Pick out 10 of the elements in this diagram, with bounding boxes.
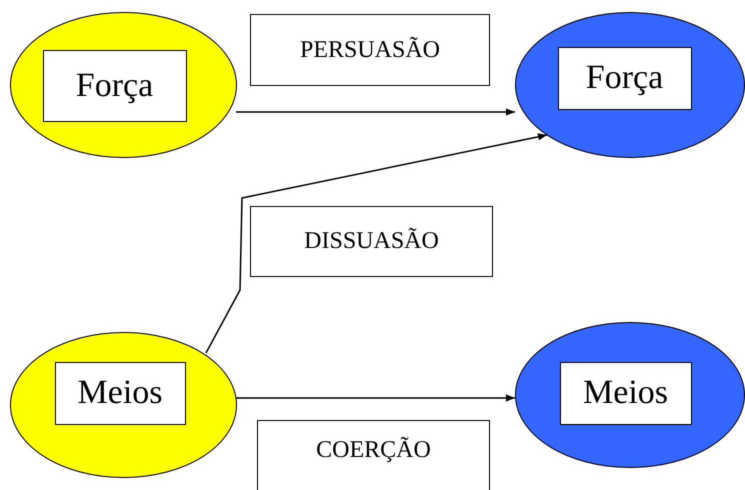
- arrow: [205, 133, 548, 354]
- label-box: PERSUASÃO: [250, 14, 490, 86]
- label-box: DISSUASÃO: [250, 206, 493, 277]
- label-box: Meios: [54, 362, 186, 424]
- label-box: COERÇÃO: [257, 420, 490, 490]
- label-box: Força: [558, 46, 692, 110]
- label-box: Meios: [560, 362, 692, 424]
- label-box: Força: [42, 50, 186, 122]
- arrow: [236, 394, 515, 402]
- arrow: [236, 108, 515, 116]
